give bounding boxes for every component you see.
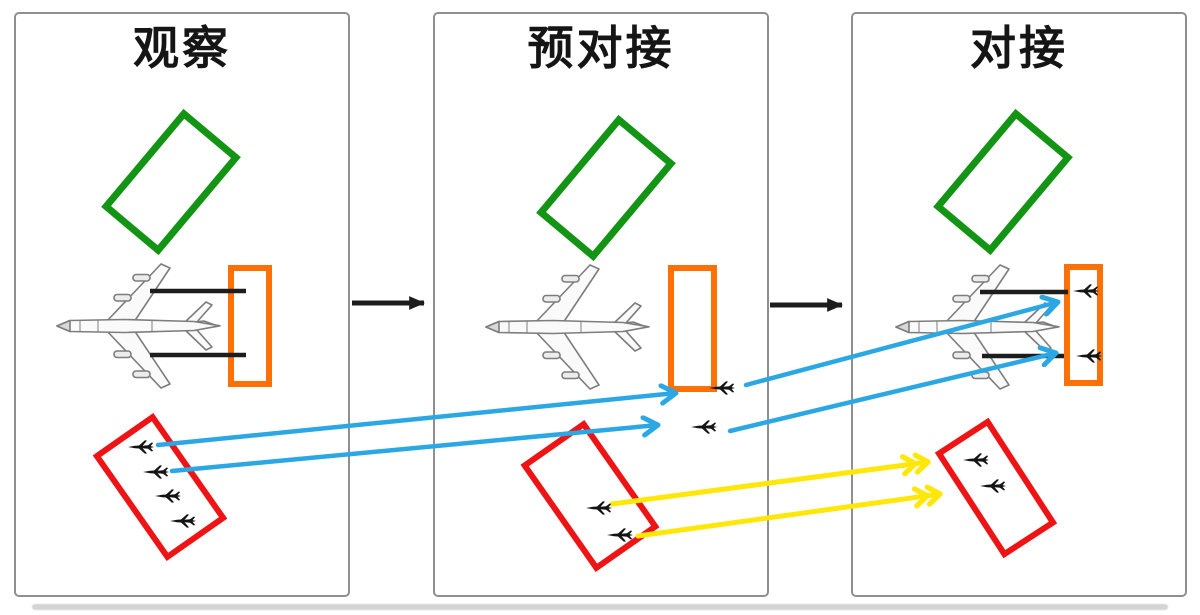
panel-title: 预对接 [527,21,675,75]
panel-title: 观察 [133,21,231,75]
contact-zone-rect [1064,264,1103,386]
contact-zone-rect [668,265,717,392]
bottom-shadow [32,604,1168,610]
contact-zone-rect [228,265,272,387]
panel-title: 对接 [970,21,1068,75]
